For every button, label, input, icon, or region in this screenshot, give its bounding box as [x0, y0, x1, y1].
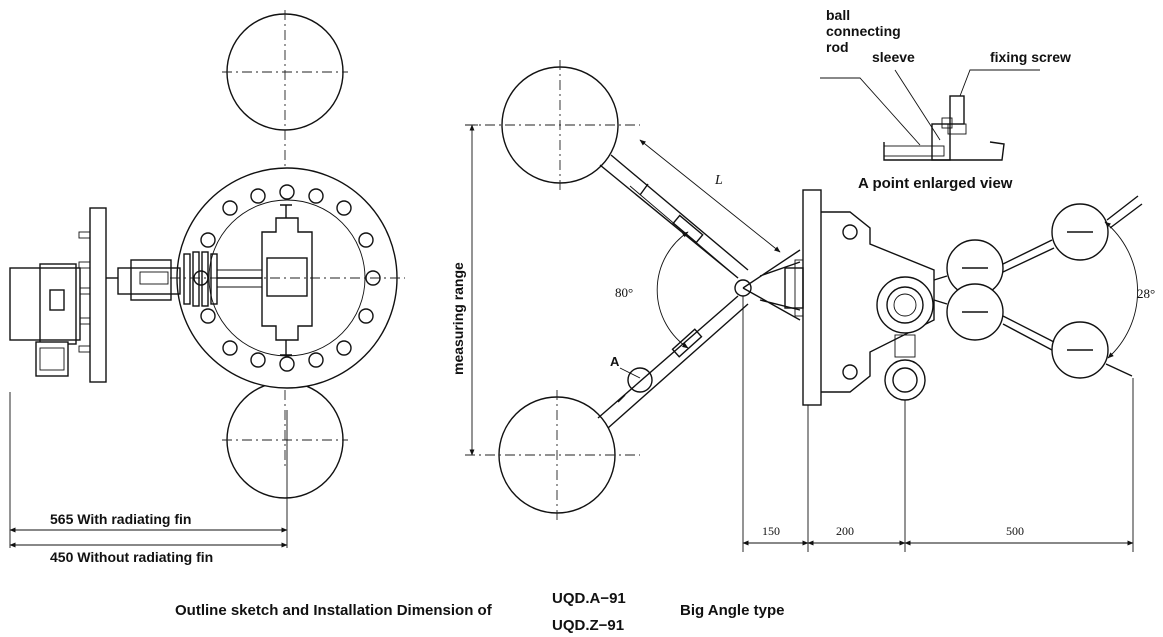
radiating-fins — [117, 251, 262, 307]
inner-mechanism — [261, 204, 313, 356]
dim-500: 500 — [1006, 524, 1024, 538]
caption-model-z: UQD.Z−91 — [552, 617, 624, 634]
enlarged-view-title: A point enlarged view — [858, 175, 1013, 192]
callout-sleeve: sleeve — [872, 49, 915, 65]
dim-without-fin: 450 Without radiating fin — [50, 549, 213, 565]
caption-prefix: Outline sketch and Installation Dimensio… — [175, 602, 493, 619]
front-flange — [802, 189, 822, 406]
lower-rod — [597, 295, 749, 429]
point-a-marker — [627, 367, 653, 393]
angle-80-label: 80° — [615, 285, 633, 300]
caption-suffix: Big Angle type — [680, 602, 784, 619]
bolt-holes — [193, 184, 381, 372]
transmitter-housing — [9, 267, 81, 341]
length-l-label: L — [714, 173, 723, 188]
side-view: 565 With radiating fin 450 Without radia… — [9, 10, 405, 565]
ball-positions — [933, 195, 1143, 379]
transmitter-head — [876, 276, 934, 334]
angle-28-label: 28° — [1137, 286, 1155, 301]
callout-fixing-screw: fixing screw — [990, 49, 1071, 65]
point-a-label: A — [610, 354, 620, 369]
callout-ball: ball — [826, 7, 850, 23]
caption-model-a: UQD.A−91 — [552, 590, 626, 607]
junction-box — [35, 341, 69, 377]
dim-with-fin: 565 With radiating fin — [50, 511, 191, 527]
measuring-range-label: measuring range — [450, 262, 466, 375]
dim-200: 200 — [836, 524, 854, 538]
junction-head — [884, 359, 926, 401]
callout-connecting: connecting — [826, 23, 901, 39]
mounting-flange — [89, 207, 107, 383]
upper-rod — [599, 154, 749, 279]
dim-150: 150 — [762, 524, 780, 538]
caption: Outline sketch and Installation Dimensio… — [175, 590, 784, 634]
enlarged-view: ball connecting rod sleeve fixing screw … — [820, 7, 1071, 192]
front-view: 80° L A — [450, 60, 1155, 552]
callout-rod: rod — [826, 39, 849, 55]
